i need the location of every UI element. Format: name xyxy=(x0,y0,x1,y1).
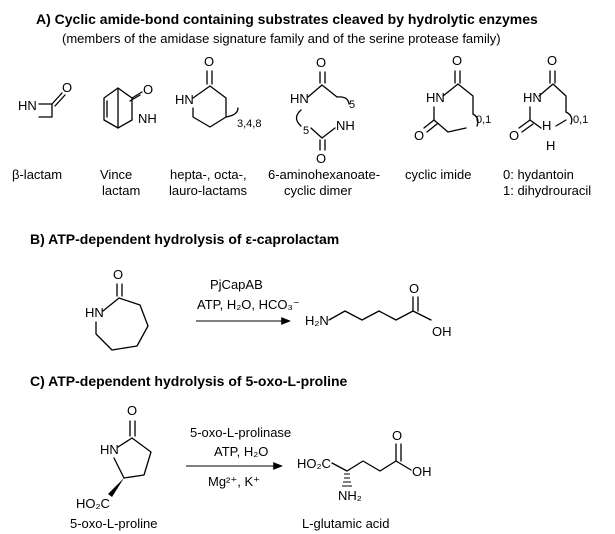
imide-o-bottom: O xyxy=(414,128,424,143)
glu-o: O xyxy=(392,428,402,443)
caption-hyd-1: 0: hydantoin xyxy=(503,167,574,182)
caption-hepta-1: hepta-, octa-, xyxy=(170,167,247,182)
glu-oh: OH xyxy=(412,464,432,479)
hydantoin-structure: O HN O H H 0,1 xyxy=(509,53,588,153)
imide-subscript: 0,1 xyxy=(476,114,491,126)
caption-vince-1: Vince xyxy=(100,167,132,182)
section-b-title: B) ATP-dependent hydrolysis of ε-caprola… xyxy=(30,231,339,247)
section-a-subtitle: (members of the amidase signature family… xyxy=(62,31,501,46)
beta-lactam-o: O xyxy=(62,80,72,95)
caprolactam-hn: HN xyxy=(85,305,104,320)
dimer-hn: HN xyxy=(290,91,309,106)
caption-hepta-2: lauro-lactams xyxy=(169,183,248,198)
cyclic-imide-structure: O HN O 0,1 xyxy=(414,53,491,143)
dimer-o-bottom: O xyxy=(316,151,326,166)
stereo-wedge xyxy=(108,478,124,497)
lactam-o: O xyxy=(204,54,214,69)
hyd-o-top: O xyxy=(547,53,557,68)
dimer-o-top: O xyxy=(316,55,326,70)
section-a-title: A) Cyclic amide-bond containing substrat… xyxy=(36,11,538,27)
vince-nh: NH xyxy=(138,111,157,126)
dimer-sub-bottom: 5 xyxy=(303,125,309,137)
section-c-cond-top: ATP, H₂O xyxy=(214,444,268,459)
hyd-o-bottom: O xyxy=(509,128,519,143)
caption-imide: cyclic imide xyxy=(405,167,471,182)
hyd-n: H xyxy=(542,118,551,133)
lactam-hn: HN xyxy=(175,92,194,107)
oxoproline-ho2c: HO₂C xyxy=(76,496,110,511)
glu-nh2: NH₂ xyxy=(338,488,362,503)
vince-lactam-structure: O NH xyxy=(103,82,157,129)
caption-beta-lactam: β-lactam xyxy=(12,167,62,182)
beta-lactam-hn: HN xyxy=(18,98,37,113)
imide-hn: HN xyxy=(426,90,445,105)
product-o: O xyxy=(409,281,419,296)
glutamic-acid-structure: HO₂C O OH NH₂ xyxy=(297,428,432,503)
stereo-hash xyxy=(342,473,352,487)
beta-lactam-structure: HN O xyxy=(18,80,72,118)
dimer-nh: NH xyxy=(336,118,355,133)
caption-vince-2: lactam xyxy=(102,183,140,198)
substrate-label: 5-oxo-L-proline xyxy=(70,516,157,531)
cyclic-dimer-structure: O HN 5 5 NH O xyxy=(290,55,355,166)
larger-lactam-structure: O HN 3,4,8 xyxy=(175,54,261,130)
vince-o: O xyxy=(143,82,153,97)
section-b-conditions: ATP, H₂O, HCO₃⁻ xyxy=(197,297,300,312)
caprolactam-structure: O HN xyxy=(85,267,149,351)
hyd-subscript: 0,1 xyxy=(573,114,588,126)
caprolactam-o: O xyxy=(113,267,123,282)
caption-dimer-2: cyclic dimer xyxy=(284,183,353,198)
glu-ho2c: HO₂C xyxy=(297,456,331,471)
lactam-subscript: 3,4,8 xyxy=(237,118,261,130)
aminohexanoate-structure: H₂N O OH xyxy=(305,281,452,339)
product-oh: OH xyxy=(432,324,452,339)
dimer-sub-top: 5 xyxy=(349,99,355,111)
hyd-h: H xyxy=(546,138,555,153)
product-label: L-glutamic acid xyxy=(302,516,389,531)
product-h2n: H₂N xyxy=(305,313,329,328)
caption-hyd-2: 1: dihydrouracil xyxy=(503,183,591,198)
oxoproline-structure: O HN HO₂C xyxy=(76,403,152,511)
prolinase-enzyme: 5-oxo-L-prolinase xyxy=(190,425,291,440)
caption-dimer-1: 6-aminohexanoate- xyxy=(268,167,380,182)
hyd-hn: HN xyxy=(523,90,542,105)
section-c-title: C) ATP-dependent hydrolysis of 5-oxo-L-p… xyxy=(30,373,348,389)
section-c-cond-bottom: Mg²⁺, K⁺ xyxy=(208,474,260,489)
oxoproline-hn: HN xyxy=(100,442,119,457)
pjcapab-enzyme: PjCapAB xyxy=(210,277,263,292)
imide-o-top: O xyxy=(452,53,462,68)
oxoproline-o: O xyxy=(127,403,137,418)
